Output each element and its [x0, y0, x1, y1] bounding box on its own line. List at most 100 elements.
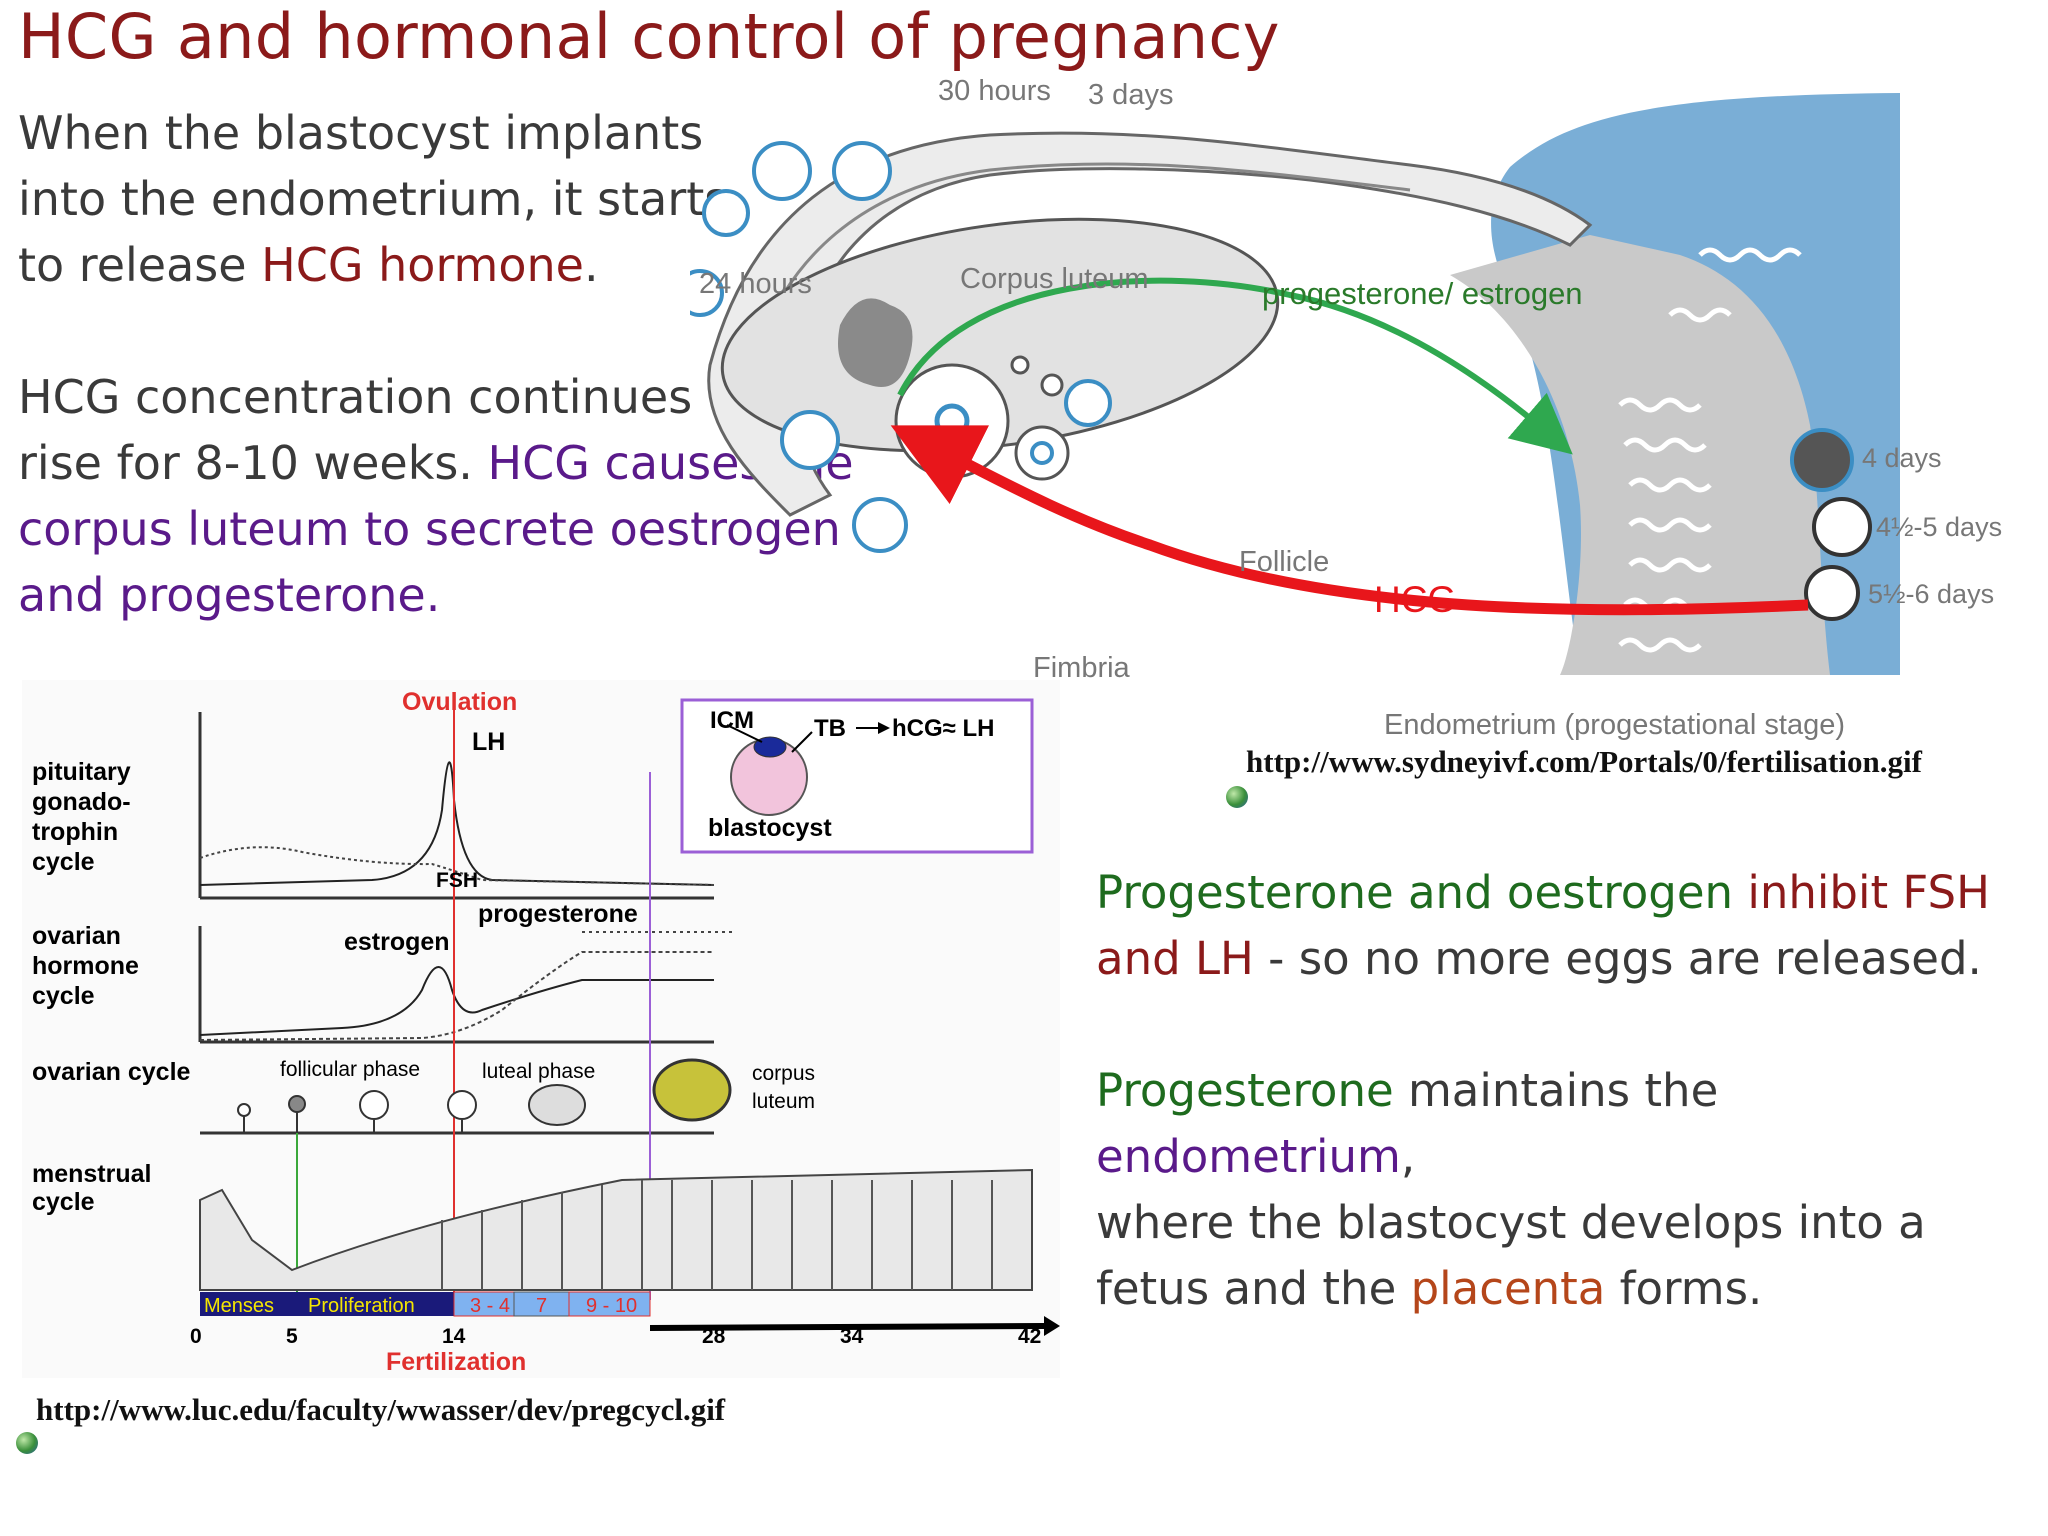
day-axis-arrowhead: [1044, 1316, 1060, 1336]
maintain-placenta: placenta: [1410, 1262, 1606, 1315]
label-4-days: 4 days: [1862, 443, 1942, 473]
inhibit-lh: and LH: [1096, 932, 1254, 985]
label-corpus-luteum: Corpus luteum: [960, 263, 1149, 295]
label-corpus-luteum-2: luteum: [752, 1090, 815, 1113]
phase-bar-34: [453, 1291, 515, 1317]
endometrium-profile: [199, 1168, 1033, 1291]
phase-bar-910: [568, 1291, 651, 1317]
endometrium-band: [1450, 235, 1830, 675]
day-tick-42: 42: [1018, 1325, 1041, 1348]
rise-line-4: and progesterone.: [18, 568, 441, 622]
label-menstrual-1: menstrual: [32, 1160, 151, 1188]
icm-pointer: [726, 724, 763, 743]
follicle-3: [1064, 379, 1112, 427]
intro-line-1: When the blastocyst implants: [18, 106, 704, 160]
inset-hcg-lh: hCG≈ LH: [892, 715, 995, 742]
pituitary-line-2: gonado-: [32, 788, 131, 816]
menstrual-cycle-chart: Ovulation LH FSH pituitary gonado- troph…: [22, 680, 1060, 1378]
luc-url[interactable]: http://www.luc.edu/faculty/wwasser/dev/p…: [36, 1392, 726, 1427]
label-fsh: FSH: [436, 869, 478, 892]
label-progesterone: progesterone: [478, 900, 638, 928]
blastocyst-4-days: [1790, 428, 1854, 492]
inset-blastocyst: blastocyst: [708, 814, 832, 842]
endometrium-glands: [1618, 247, 1802, 653]
inhibit-subject: Progesterone and oestrogen: [1096, 866, 1734, 919]
label-ovarian-hormone-cycle: ovarian hormone cycle: [32, 922, 139, 1010]
label-hcg: HCG: [1374, 579, 1456, 620]
hcg-rise-paragraph: HCG concentration continues to rise for …: [18, 364, 854, 628]
maintain-paragraph: Progesterone maintains the endometrium, …: [1096, 1058, 2048, 1322]
ovarian-hormone-line-1: ovarian: [32, 922, 121, 950]
label-56-days: 5½-6 days: [1868, 579, 1994, 609]
red-hcg-arrow: [890, 425, 1809, 616]
maintain-progesterone: Progesterone: [1096, 1064, 1394, 1117]
tb-arrowhead: [878, 722, 890, 734]
label-24-hours: 24 hours: [699, 268, 812, 300]
label-follicular-phase: follicular phase: [280, 1058, 420, 1081]
fertilisation-diagram: 30 hours 3 days 24 hours Corpus luteum p…: [690, 75, 2002, 741]
intro-line-3-text: to release: [18, 238, 262, 292]
follicle-1-egg: [934, 403, 970, 439]
inhibit-paragraph: Progesterone and oestrogen inhibit FSH a…: [1096, 860, 1990, 992]
tb-pointer: [791, 731, 813, 753]
inset-icm: ICM: [710, 707, 754, 734]
corpus-luteum-body: [838, 298, 913, 387]
label-menstrual-2: cycle: [32, 1188, 95, 1216]
day-tick-34: 34: [840, 1325, 864, 1348]
tube-lumen: [748, 162, 1411, 376]
follicle-2-egg: [1030, 441, 1054, 465]
page-title: HCG and hormonal control of pregnancy: [18, 0, 1280, 73]
pituitary-line-4: cycle: [32, 848, 95, 876]
maintain-comma: ,: [1400, 1130, 1416, 1183]
day-tick-28: 28: [702, 1325, 726, 1348]
sydney-url[interactable]: http://www.sydneyivf.com/Portals/0/ferti…: [1246, 744, 1922, 779]
maintain-line-2: where the blastocyst develops into a: [1096, 1196, 1926, 1249]
maintain-endometrium: endometrium: [1096, 1130, 1401, 1183]
label-follicle: Follicle: [1239, 546, 1329, 578]
progesterone-curve: [199, 951, 714, 1041]
rise-line-3: corpus luteum to secrete oestrogen: [18, 502, 841, 556]
globe-icon: [1226, 786, 1248, 808]
follicle-4: [1040, 373, 1064, 397]
rise-line-1: HCG concentration continues to: [18, 370, 753, 424]
intro-line-2: into the endometrium, it starts: [18, 172, 729, 226]
label-estrogen: estrogen: [344, 928, 450, 956]
maintain-verb: maintains the: [1393, 1064, 1719, 1117]
label-corpus-luteum-1: corpus: [752, 1062, 815, 1085]
inhibit-line-2: and LH - so no more eggs are released.: [1096, 926, 1990, 992]
label-lh: LH: [472, 728, 505, 756]
day-tick-5: 5: [286, 1325, 298, 1348]
phase-bar-proliferation: [295, 1292, 454, 1316]
day-tick-14: 14: [442, 1325, 466, 1348]
rise-line-2-text: rise for 8-10 weeks.: [18, 436, 488, 490]
maintain-line-1: Progesterone maintains the endometrium,: [1096, 1058, 2048, 1190]
maintain-line-3-end: forms.: [1605, 1262, 1763, 1315]
inhibit-line-1: Progesterone and oestrogen inhibit FSH: [1096, 860, 1990, 926]
phase-910-label: 9 - 10: [586, 1295, 637, 1317]
pituitary-line-1: pituitary: [32, 758, 131, 786]
phase-menses-label: Menses: [204, 1295, 274, 1317]
label-fertilization: Fertilization: [386, 1348, 526, 1376]
endometrium-glands-chart: [441, 1180, 993, 1290]
blastocyst-45-days: [1812, 497, 1872, 557]
corpus-luteum-blob: [652, 1058, 732, 1122]
label-progesterone-estrogen: progesterone/ estrogen: [1262, 276, 1583, 311]
label-ovarian-cycle: ovarian cycle: [32, 1058, 191, 1086]
estrogen-curve: [199, 966, 714, 1036]
maintain-line-3: fetus and the placenta forms.: [1096, 1256, 2048, 1322]
label-fimbria: Fimbria: [1033, 652, 1131, 684]
green-arrow: [897, 277, 1573, 455]
pituitary-line-3: trophin: [32, 818, 118, 846]
globe-icon: [16, 1432, 38, 1454]
day-tick-0: 0: [190, 1325, 202, 1348]
label-ovulation: Ovulation: [402, 688, 517, 716]
ovarian-hormone-line-3: cycle: [32, 982, 95, 1010]
phase-proliferation-label: Proliferation: [308, 1295, 415, 1317]
label-pituitary-cycle: pituitary gonado- trophin cycle: [32, 758, 131, 876]
intro-line-3-end: .: [583, 238, 599, 292]
blastocyst-56-days: [1804, 565, 1860, 621]
ovarian-hormone-line-2: hormone: [32, 952, 139, 980]
intro-paragraph: When the blastocyst implants into the en…: [18, 100, 728, 298]
intro-line-3: to release HCG hormone.: [18, 232, 728, 298]
embryo-stages: [690, 141, 908, 553]
